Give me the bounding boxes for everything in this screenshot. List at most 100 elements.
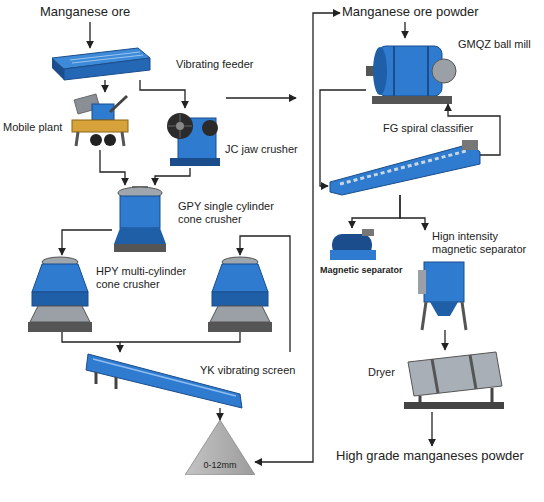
magnetic-separator-picture bbox=[362, 229, 374, 236]
multi-cylinder-cone-crusher-picture bbox=[32, 292, 88, 306]
multi-cylinder-cone-crusher-picture bbox=[32, 264, 88, 292]
machine-node: JC jaw crusher bbox=[165, 108, 298, 168]
flow-arrow bbox=[100, 150, 125, 185]
flow-arrow bbox=[219, 408, 220, 420]
flow-arrow bbox=[444, 330, 445, 350]
machine-node: GMQZ ball mill bbox=[366, 38, 531, 104]
spiral-classifier-picture bbox=[462, 140, 478, 150]
flow-arrow bbox=[62, 230, 112, 255]
vibrating-feeder-picture bbox=[52, 48, 150, 80]
jaw-crusher-picture bbox=[168, 114, 192, 138]
stage-text: Manganese ore powder bbox=[340, 2, 481, 22]
machine-node: Dryer bbox=[368, 350, 505, 412]
ball-mill-picture bbox=[394, 46, 428, 96]
material-pile: 0-12mm bbox=[185, 420, 255, 475]
machine-label: HPY multi-cylinder cone crusher bbox=[96, 265, 196, 291]
mobile-plant-picture bbox=[72, 94, 128, 146]
machine-node: Hign intensity magnetic separator bbox=[415, 230, 532, 330]
machine-label: 0-12mm bbox=[203, 460, 236, 471]
machine-label: Hign intensity magnetic separator bbox=[432, 230, 532, 256]
multi-cylinder-cone-crusher-picture bbox=[30, 306, 90, 322]
machine-node: HPY multi-cylinder cone crusher bbox=[28, 255, 272, 332]
machine-node: Mobile plant bbox=[3, 92, 128, 150]
stage-label: High grade manganeses powder bbox=[336, 448, 524, 464]
stage-label: Manganese ore bbox=[40, 4, 130, 20]
spiral-classifier-picture bbox=[340, 151, 466, 184]
machine-label: GPY single cylinder cone crusher bbox=[178, 200, 286, 226]
jaw-crusher-picture bbox=[176, 122, 184, 130]
vibrating-feeder-picture bbox=[52, 58, 64, 80]
dryer-picture bbox=[404, 402, 504, 409]
magnetic-separator-picture bbox=[330, 229, 376, 260]
flow-arrow bbox=[404, 22, 405, 38]
vibrating-screen-picture bbox=[96, 372, 116, 389]
mobile-plant-picture bbox=[90, 134, 102, 146]
machine-node: YK vibrating screen bbox=[85, 352, 295, 408]
flow-arrow bbox=[140, 80, 185, 108]
flow-arrow bbox=[320, 90, 366, 186]
machine-label: JC jaw crusher bbox=[225, 143, 298, 156]
jaw-crusher-picture bbox=[202, 120, 218, 136]
machine-label: Dryer bbox=[368, 366, 395, 379]
multi-cylinder-cone-crusher-picture bbox=[28, 322, 92, 332]
flow-arrow bbox=[400, 195, 425, 230]
multi-cylinder-cone-crusher-picture bbox=[28, 257, 92, 332]
flow-arrow bbox=[255, 13, 340, 462]
ball-mill-picture bbox=[372, 96, 452, 104]
vibrating-feeder-picture bbox=[64, 58, 150, 80]
jaw-crusher-picture bbox=[167, 113, 193, 139]
machine-label: FG spiral classifier bbox=[383, 122, 473, 135]
ball-mill-picture bbox=[432, 59, 456, 83]
spiral-classifier-picture bbox=[330, 140, 480, 195]
start-text: Manganese ore bbox=[38, 2, 132, 22]
jaw-crusher-picture bbox=[167, 113, 220, 166]
flow-arrow bbox=[62, 332, 120, 352]
multi-cylinder-cone-crusher-picture bbox=[208, 257, 272, 332]
machine-node: FG spiral classifier bbox=[328, 122, 480, 195]
merge-line bbox=[120, 332, 240, 342]
magnetic-separator-picture bbox=[330, 250, 376, 260]
machine-label: GMQZ ball mill bbox=[458, 38, 531, 51]
jaw-crusher-picture bbox=[170, 158, 220, 166]
dryer-picture bbox=[432, 355, 476, 393]
vibrating-screen-picture bbox=[86, 354, 242, 408]
flow-arrow bbox=[155, 168, 190, 185]
high-intensity-separator-picture bbox=[424, 262, 464, 302]
single-cylinder-cone-crusher-picture bbox=[114, 244, 166, 252]
single-cylinder-cone-crusher-picture bbox=[114, 186, 166, 252]
flow-arrow bbox=[89, 22, 90, 48]
mobile-plant-picture bbox=[104, 134, 116, 146]
dryer-picture bbox=[420, 388, 492, 402]
flow-arrow-line bbox=[226, 97, 296, 98]
machine-label: Magnetic separator bbox=[320, 265, 403, 276]
machine-label: Mobile plant bbox=[3, 121, 62, 134]
machine-node: Vibrating feeder bbox=[50, 48, 253, 80]
single-cylinder-cone-crusher-picture bbox=[114, 228, 166, 244]
flow-arrow bbox=[431, 412, 432, 446]
machine-node: GPY single cylinder cone crusher bbox=[112, 185, 286, 252]
machine-node: Magnetic separator bbox=[320, 228, 403, 276]
ball-mill-picture bbox=[366, 46, 456, 104]
high-intensity-separator-picture bbox=[418, 270, 426, 294]
high-intensity-separator-picture bbox=[418, 262, 466, 330]
mobile-plant-picture bbox=[110, 96, 127, 112]
dryer-picture bbox=[408, 352, 502, 396]
machine-label: Vibrating feeder bbox=[176, 58, 253, 71]
high-intensity-separator-picture bbox=[430, 302, 458, 316]
vibrating-screen-picture bbox=[86, 354, 242, 408]
mobile-plant-picture bbox=[76, 132, 124, 146]
stage-label: Manganese ore powder bbox=[342, 4, 479, 20]
dryer-picture bbox=[404, 352, 504, 409]
pile-shape bbox=[185, 420, 255, 475]
flow-arrow bbox=[240, 236, 290, 352]
flow-arrow bbox=[104, 80, 105, 92]
high-intensity-separator-picture bbox=[422, 302, 466, 330]
end-text: High grade manganeses powder bbox=[334, 446, 526, 466]
flow-arrow bbox=[352, 195, 400, 228]
ball-mill-picture bbox=[373, 47, 387, 95]
single-cylinder-cone-crusher-picture bbox=[120, 196, 160, 228]
vibrating-feeder-picture bbox=[70, 52, 143, 63]
spiral-classifier-picture bbox=[330, 144, 480, 195]
machine-label: YK vibrating screen bbox=[200, 364, 295, 377]
